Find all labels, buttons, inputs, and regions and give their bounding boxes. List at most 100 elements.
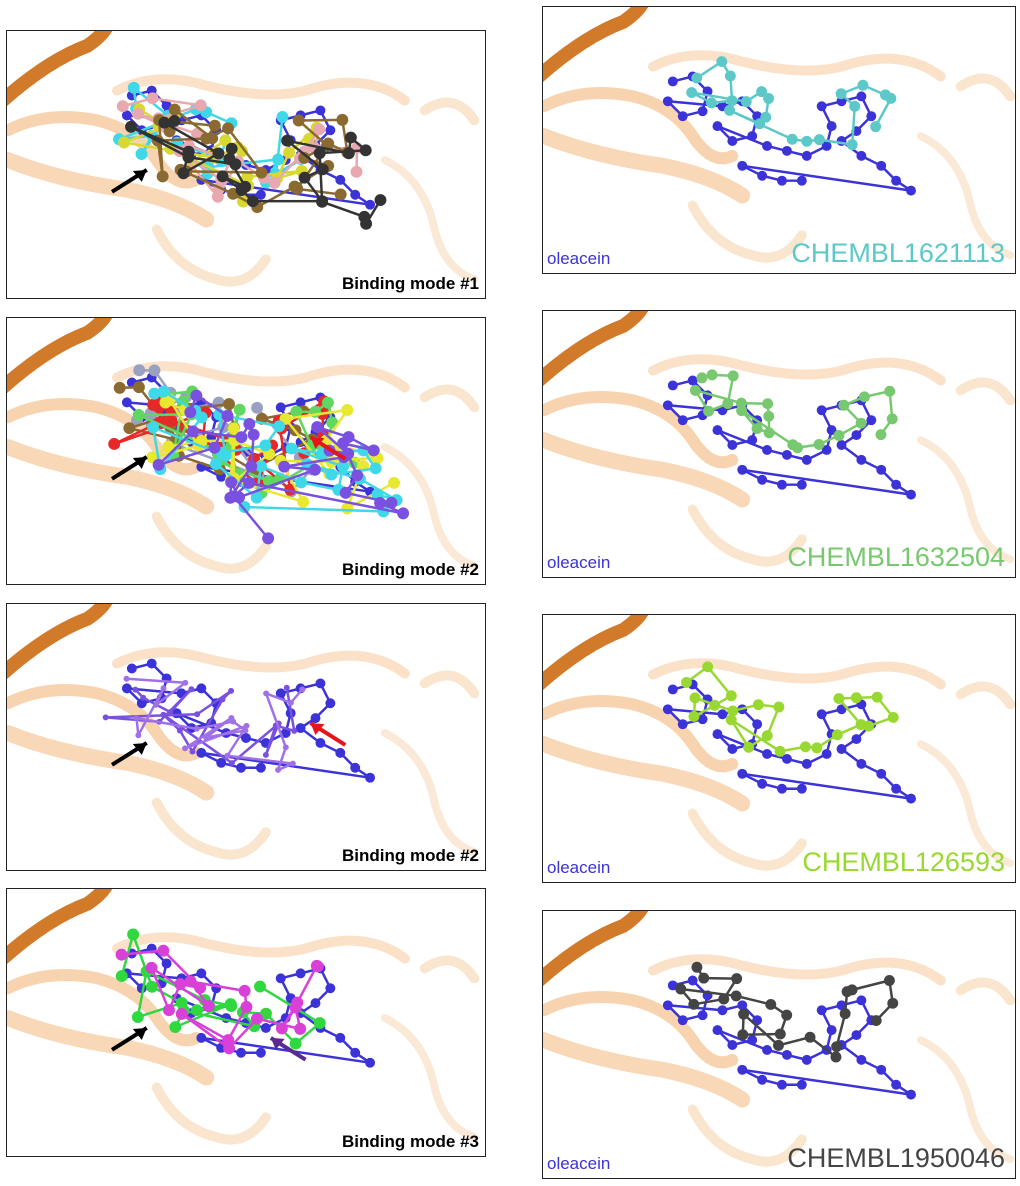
protein-ribbon bbox=[543, 128, 751, 204]
atom bbox=[689, 692, 701, 704]
atom bbox=[255, 189, 266, 200]
atom bbox=[309, 463, 321, 476]
docking-render bbox=[7, 889, 480, 1145]
atom bbox=[777, 479, 787, 490]
atom bbox=[751, 423, 763, 435]
protein-ribbon bbox=[543, 695, 739, 773]
atom bbox=[290, 405, 303, 418]
atom bbox=[675, 983, 687, 995]
bond bbox=[742, 772, 912, 800]
protein-ribbon bbox=[380, 156, 479, 284]
bond bbox=[740, 409, 794, 446]
atom bbox=[325, 698, 336, 709]
protein-ribbon bbox=[151, 224, 271, 287]
atom bbox=[801, 1054, 812, 1065]
bond bbox=[264, 692, 287, 748]
atom bbox=[163, 1004, 175, 1017]
atom bbox=[763, 93, 775, 104]
panel-label: Binding mode #2 bbox=[342, 846, 479, 865]
protein-ribbon bbox=[380, 729, 479, 857]
atom bbox=[316, 195, 329, 208]
docking-render bbox=[7, 318, 480, 574]
docking-render bbox=[543, 911, 1015, 1167]
atom bbox=[236, 762, 246, 773]
atom bbox=[706, 97, 717, 109]
atom bbox=[158, 116, 171, 129]
atom bbox=[891, 479, 902, 490]
protein-ribbon bbox=[419, 384, 480, 413]
atom bbox=[108, 438, 121, 450]
atom bbox=[691, 72, 703, 84]
red-arrowhead-icon bbox=[310, 437, 325, 450]
binding-mode-2b-panel: Binding mode #2 bbox=[6, 603, 486, 871]
bond bbox=[276, 746, 287, 771]
atom bbox=[281, 134, 294, 147]
atom bbox=[677, 111, 688, 122]
atom bbox=[781, 1009, 793, 1021]
atom bbox=[291, 727, 298, 734]
protein-ribbon bbox=[7, 684, 203, 762]
atom bbox=[687, 375, 698, 386]
atom bbox=[190, 389, 203, 402]
atom bbox=[297, 495, 310, 508]
atom bbox=[737, 464, 748, 475]
atom bbox=[726, 95, 738, 107]
atom bbox=[706, 369, 718, 381]
protein-ribbon bbox=[7, 889, 113, 964]
atom bbox=[839, 1008, 851, 1020]
atom bbox=[765, 998, 777, 1010]
atom bbox=[336, 113, 349, 126]
docking-render bbox=[7, 31, 480, 287]
atom bbox=[752, 719, 763, 730]
atom bbox=[254, 460, 267, 473]
atom bbox=[906, 185, 916, 196]
atom bbox=[161, 958, 172, 969]
atom bbox=[278, 460, 291, 473]
atom bbox=[801, 454, 812, 465]
atom bbox=[221, 409, 234, 422]
atom bbox=[737, 160, 748, 171]
atom bbox=[194, 711, 201, 718]
atom bbox=[365, 199, 376, 210]
atom bbox=[688, 998, 700, 1010]
atom bbox=[796, 1079, 807, 1090]
atom bbox=[146, 658, 157, 669]
atom bbox=[335, 747, 346, 758]
atom bbox=[121, 683, 132, 694]
atom bbox=[262, 532, 275, 545]
atom bbox=[250, 491, 263, 504]
atom bbox=[836, 1000, 847, 1011]
atom bbox=[856, 1054, 867, 1065]
bond bbox=[291, 447, 344, 468]
atom bbox=[295, 397, 306, 408]
oleacein-label: oleacein bbox=[547, 858, 611, 877]
atom bbox=[846, 139, 858, 151]
compound-label: CHEMBL1632504 bbox=[787, 542, 1005, 572]
atom bbox=[718, 993, 730, 1005]
atom bbox=[781, 1049, 792, 1060]
protein-ribbon bbox=[955, 681, 1015, 710]
atom bbox=[260, 1007, 272, 1020]
bond bbox=[184, 716, 233, 750]
atom bbox=[135, 732, 142, 739]
atom bbox=[325, 983, 336, 994]
protein-ribbon bbox=[543, 991, 739, 1069]
atom bbox=[315, 737, 326, 748]
atom bbox=[740, 96, 752, 108]
atom bbox=[238, 984, 251, 997]
atom bbox=[282, 744, 289, 751]
atom bbox=[796, 783, 807, 794]
protein-ribbon bbox=[916, 1036, 1015, 1164]
atom bbox=[291, 996, 304, 1009]
atom bbox=[374, 194, 387, 206]
protein-ribbon bbox=[543, 391, 739, 469]
atom bbox=[123, 422, 136, 435]
bond bbox=[742, 1032, 781, 1036]
atom bbox=[235, 145, 248, 158]
protein-ribbon bbox=[7, 111, 203, 189]
atom bbox=[804, 1031, 816, 1043]
atom bbox=[295, 968, 306, 979]
atom bbox=[341, 404, 354, 416]
atom bbox=[385, 496, 398, 509]
protein-ribbon bbox=[543, 7, 649, 82]
